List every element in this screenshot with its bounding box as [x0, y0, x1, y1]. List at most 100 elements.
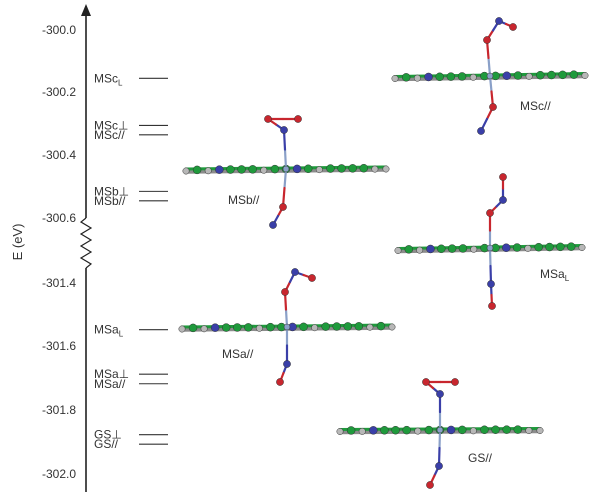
carbon-atom: [303, 164, 313, 174]
hydrogen-atom: [416, 246, 424, 254]
carbon-atom: [513, 71, 523, 80]
nitrogen-atom: [495, 17, 503, 25]
nitrogen-atom: [499, 196, 507, 204]
tick-label: -301.6: [42, 339, 76, 353]
metal-atom: [486, 244, 494, 252]
tick-labels: -300.0 -300.2 -300.4 -300.6 -301.4 -301.…: [42, 23, 76, 481]
carbon-atom: [215, 165, 224, 174]
carbon-atom: [192, 165, 202, 175]
carbon-atom: [237, 165, 246, 174]
carbon-atom: [332, 322, 341, 331]
carbon-atom: [270, 164, 280, 174]
molecule-label-msb-par: MSb//: [228, 193, 260, 207]
molecule-gs-par: GS//: [336, 378, 544, 489]
tick-label: -300.4: [42, 148, 76, 162]
carbon-atom: [221, 323, 231, 332]
molecule-label-msb-par-main: MSb//: [228, 193, 260, 207]
level-label-msa-perp: MSa⊥: [94, 367, 129, 381]
level-label-msc-par: MSc//: [94, 128, 125, 142]
hydrogen-atom: [311, 324, 319, 332]
hydrogen-atom: [204, 167, 212, 175]
carbon-atom: [513, 425, 523, 434]
tick-label: -301.4: [42, 276, 76, 290]
carbon-atom: [248, 165, 257, 174]
hydrogen-atom: [382, 165, 390, 173]
molecule-label-msa-par-main: MSa//: [222, 347, 254, 361]
molecule-label-msc-par-main: MSc//: [520, 99, 551, 113]
oxygen-atom: [483, 36, 491, 44]
molecule-label-gs-par: GS//: [468, 451, 493, 465]
level-label-msa-l: MSaL: [94, 323, 124, 339]
hydrogen-atom: [336, 428, 344, 435]
hydrogen-atom: [358, 427, 366, 435]
carbon-atom: [457, 425, 467, 435]
molecule-label-msa-l-main: MSa: [540, 267, 565, 281]
carbon-atom: [401, 73, 411, 82]
level-label-msc-perp-main: MSc⊥: [94, 118, 128, 132]
carbon-atom: [348, 164, 357, 173]
hydrogen-atom: [414, 427, 422, 435]
carbon-atom: [512, 243, 522, 252]
molecule-label-msa-l-sub: L: [565, 274, 570, 283]
hydrogen-atom: [525, 72, 533, 80]
carbon-atom: [424, 72, 433, 82]
carbon-atom: [226, 165, 235, 174]
tick-label: -302.0: [42, 467, 76, 481]
oxygen-atom: [422, 378, 430, 386]
hydrogen-atom: [581, 72, 589, 79]
nitrogen-atom: [291, 268, 299, 276]
carbon-atom: [545, 242, 554, 252]
molecule-msb-par: MSb//: [182, 115, 390, 229]
level-label-msb-par: MSb//: [94, 194, 126, 208]
carbon-atom: [534, 242, 543, 252]
oxygen-atom: [488, 302, 496, 310]
energy-levels: MScLMSc⊥MSc//MSb⊥MSb//MSaLMSa⊥MSa//GS⊥GS…: [94, 71, 168, 451]
molecular-structures: MSc// MSb// MSaL MSa// GS//: [178, 17, 589, 489]
hydrogen-atom: [182, 167, 190, 175]
axis-arrow-head: [81, 4, 91, 16]
molecule-msc-par: MSc//: [391, 17, 589, 135]
carbon-atom: [480, 425, 489, 435]
level-label-gs-par: GS//: [94, 437, 119, 451]
oxygen-atom: [276, 378, 284, 386]
oxygen-atom: [308, 274, 316, 282]
tick-label: -300.0: [42, 23, 76, 37]
carbon-atom: [402, 425, 411, 435]
hydrogen-atom: [413, 74, 421, 82]
nitrogen-atom: [435, 462, 443, 470]
carbon-atom: [321, 322, 330, 331]
hydrogen-atom: [524, 244, 532, 252]
hydrogen-atom: [255, 324, 263, 332]
level-label-msb-par-main: MSb//: [94, 194, 126, 208]
oxygen-atom: [451, 378, 459, 386]
carbon-atom: [359, 163, 369, 173]
level-label-gs-par-main: GS//: [94, 437, 119, 451]
oxygen-atom: [426, 481, 434, 489]
oxygen-atom: [279, 203, 287, 211]
hydrogen-atom: [525, 427, 533, 435]
oxygen-atom: [499, 173, 507, 181]
metal-atom: [283, 323, 291, 331]
carbon-atom: [446, 425, 456, 435]
carbon-atom: [447, 244, 457, 253]
level-label-msc-perp: MSc⊥: [94, 118, 128, 132]
level-label-msc-l-main: MSc: [94, 71, 118, 85]
carbon-atom: [369, 426, 378, 435]
hydrogen-atom: [469, 73, 477, 81]
carbon-atom: [556, 242, 565, 252]
level-label-msc-par-main: MSc//: [94, 128, 125, 142]
hydrogen-atom: [178, 325, 186, 333]
tick-label: -301.8: [42, 403, 76, 417]
hydrogen-atom: [371, 165, 379, 173]
carbon-atom: [536, 70, 545, 80]
hydrogen-atom: [388, 323, 396, 331]
level-label-gs-perp-main: GS⊥: [94, 428, 122, 442]
carbon-atom: [404, 245, 414, 254]
molecule-msa-par: MSa//: [178, 268, 396, 386]
metal-atom: [436, 426, 444, 434]
level-label-msa-par-main: MSa//: [94, 377, 126, 391]
level-label-msc-l: MScL: [94, 71, 123, 87]
carbon-atom: [210, 323, 220, 332]
carbon-atom: [292, 164, 302, 174]
